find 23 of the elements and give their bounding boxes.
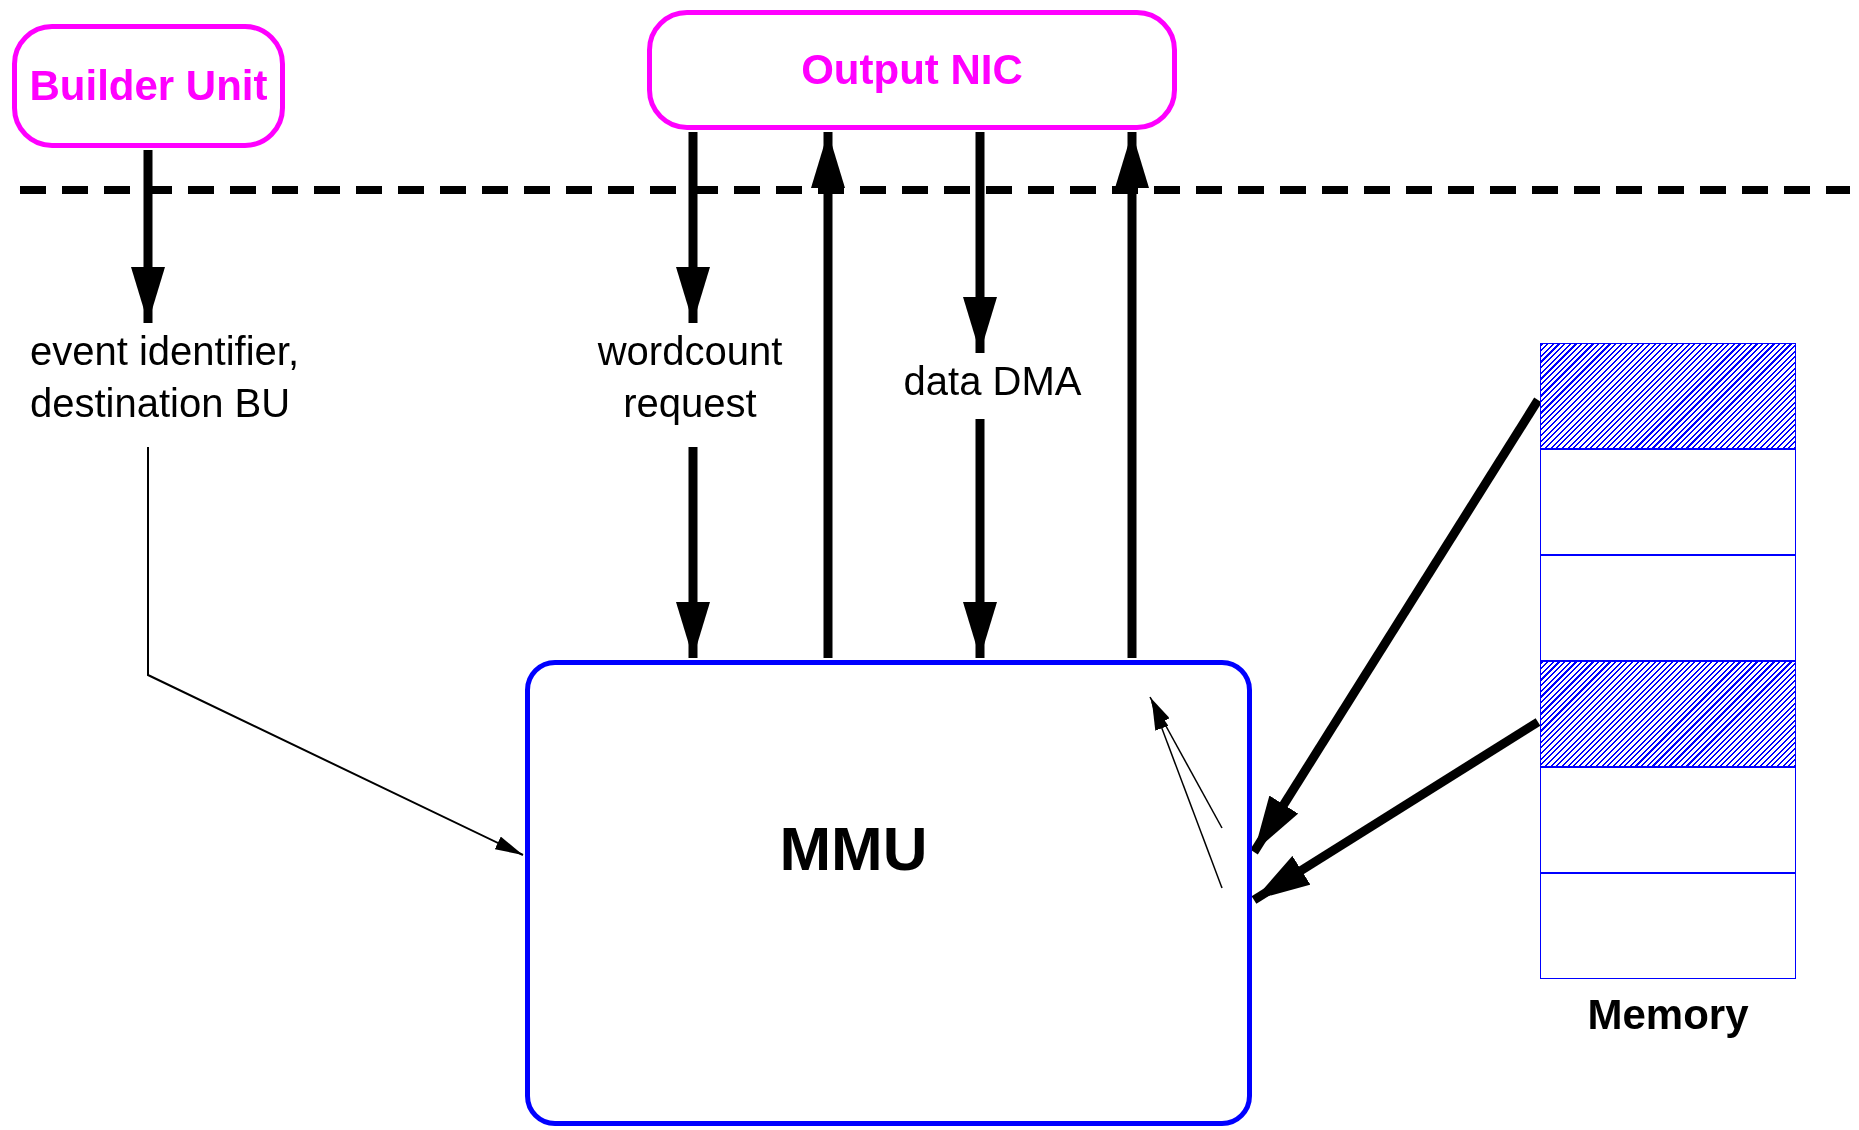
memory-cell [1540,343,1796,449]
signal-text: data DMA [875,355,1110,417]
arrow [131,150,165,323]
memory-cell [1540,449,1796,555]
memory-label: Memory [1586,991,1750,1039]
arrow [1250,397,1542,855]
unit-box: Output NIC [647,10,1177,130]
arrow [811,132,845,658]
signal-text: wordcount request [560,325,820,445]
arrow [963,419,997,658]
memory-cell [1540,555,1796,661]
signal-text: event identifier, destination BU [30,325,390,445]
arrow [676,447,710,658]
memory-cell [1540,873,1796,979]
memory-cell [1540,767,1796,873]
arrow [676,132,710,323]
arrow [1115,132,1149,658]
memory-cell [1540,661,1796,767]
arrow [1251,718,1541,904]
mmu-box: MMU [525,660,1252,1126]
unit-box: Builder Unit [12,24,285,148]
arrow [147,446,524,856]
arrow [963,132,997,353]
